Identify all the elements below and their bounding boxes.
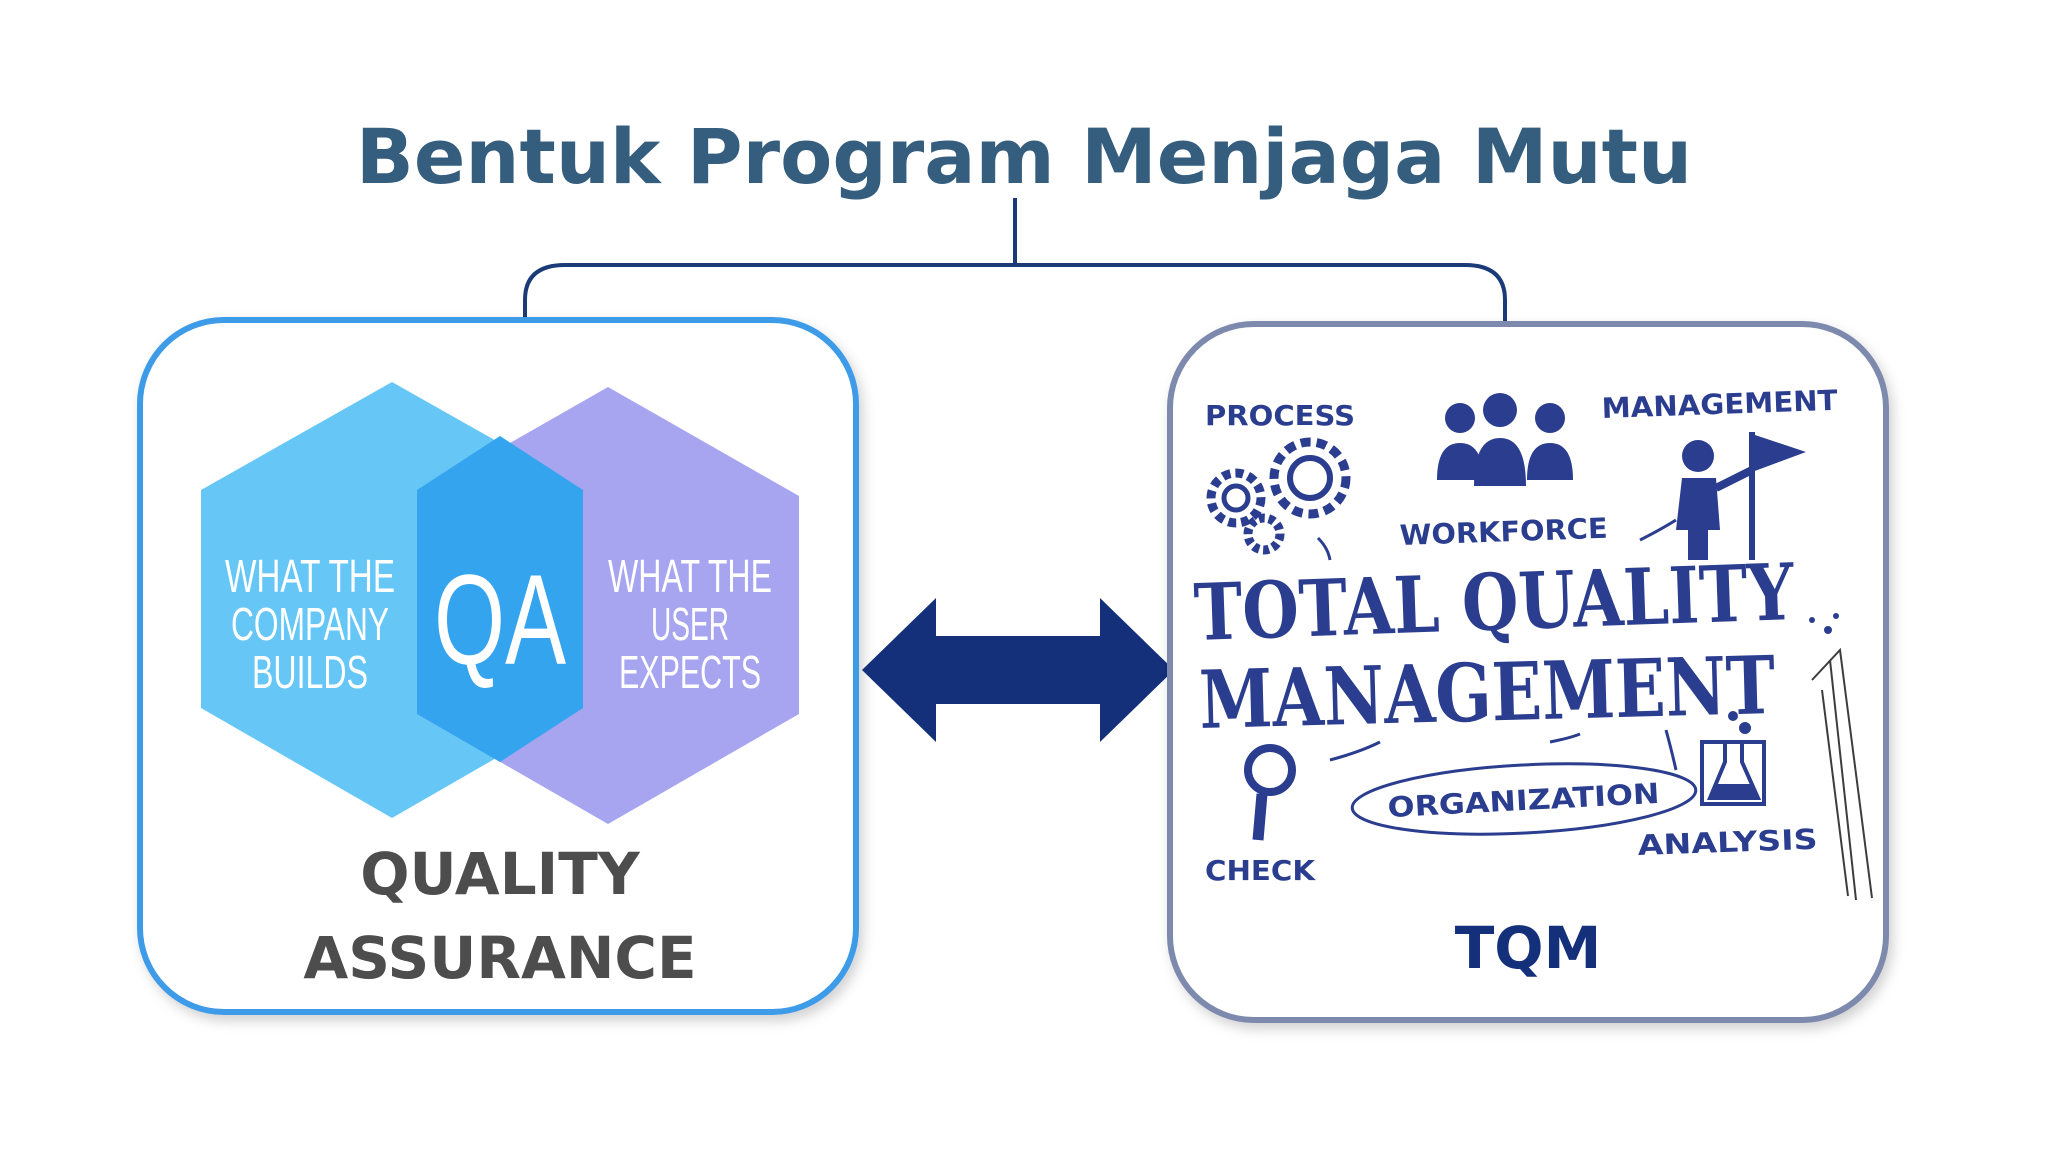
hex-left-text-1: WHAT THE [225, 550, 395, 602]
hex-right-text-2: USER [651, 598, 729, 650]
qa-label-line1: QUALITY [360, 840, 641, 908]
tqm-word-management-small: MANAGEMENT [1601, 384, 1838, 425]
tqm-heading-line1: TOTAL QUALITY [1192, 547, 1796, 659]
people-icon [1437, 393, 1573, 486]
tqm-word-workforce: WORKFORCE [1399, 512, 1608, 552]
hex-center-text: QA [434, 549, 566, 692]
gears-icon [1206, 437, 1351, 555]
pencil-icon [1809, 613, 1873, 901]
hex-qa-overlap [417, 436, 583, 762]
hex-right-text-1: WHAT THE [608, 550, 772, 602]
tqm-decorative-strokes [1316, 518, 1678, 771]
tqm-word-analysis: ANALYSIS [1637, 823, 1818, 862]
flask-icon [1700, 711, 1766, 806]
bracket-connector [523, 263, 1507, 322]
tqm-word-check: CHECK [1205, 854, 1316, 887]
hex-left-text-3: BUILDS [252, 646, 368, 698]
qa-label-line2: ASSURANCE [303, 924, 696, 992]
tqm-word-process: PROCESS [1205, 399, 1355, 432]
tqm-heading-line2: MANAGEMENT [1198, 638, 1776, 747]
person-flag-icon [1676, 432, 1806, 560]
magnifier-icon [1244, 744, 1296, 841]
tqm-label: TQM [1455, 914, 1602, 982]
organization-ellipse [1350, 762, 1698, 836]
double-arrow [862, 598, 1174, 742]
hex-right-text-3: EXPECTS [619, 646, 761, 698]
slide-title: Bentuk Program Menjaga Mutu [355, 112, 1693, 201]
hex-left-text-2: COMPANY [231, 598, 389, 650]
